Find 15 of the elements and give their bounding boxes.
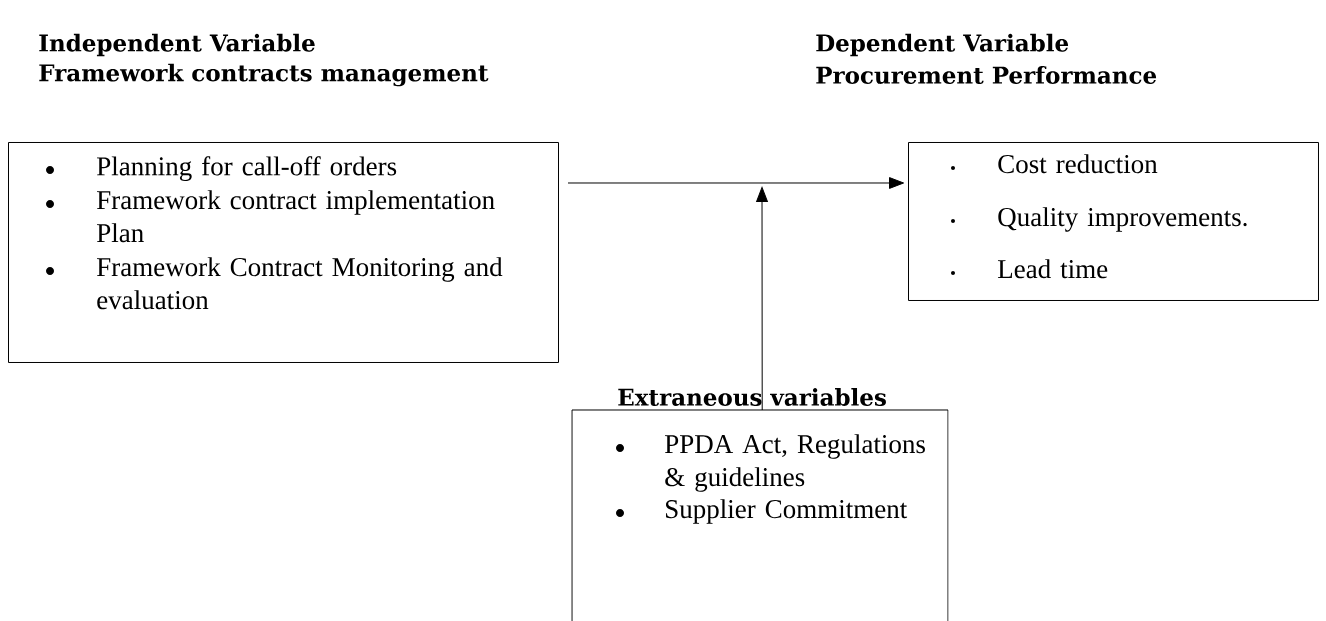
bullet-item: Framework contract implementation Plan: [46, 190, 495, 243]
heading: Dependent Variable: [816, 33, 1069, 57]
arrow: [756, 186, 768, 411]
heading: Extraneous variables: [618, 388, 886, 406]
heading: Framework contracts management: [39, 63, 489, 87]
bullet-item: Framework Contract Monitoring and evaluation: [46, 257, 503, 310]
bullet-item: Lead time: [951, 259, 1108, 279]
arrow: [567, 177, 905, 189]
bullet-item: Planning for call-off orders: [46, 156, 397, 182]
heading: Independent Variable: [39, 33, 315, 57]
heading: Procurement Performance: [816, 66, 1157, 84]
bullet-item: Quality improvements.: [951, 207, 1247, 232]
bullet-item: Supplier Commitment: [616, 499, 908, 524]
bullet-item: PPDA Act, Regulations & guidelines: [616, 434, 925, 492]
bullet-item: Cost reduction: [951, 154, 1158, 174]
